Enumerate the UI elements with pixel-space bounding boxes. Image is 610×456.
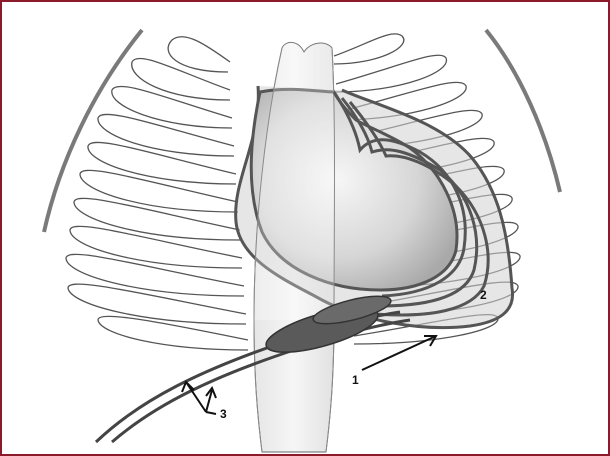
label-1: 1 <box>352 373 359 387</box>
sternum-overlay <box>254 42 335 320</box>
chest-outline-right <box>486 30 560 192</box>
label-2: 2 <box>480 288 487 302</box>
label-3: 3 <box>220 407 227 421</box>
ribs-left <box>66 37 248 350</box>
chest-outline-left <box>44 30 142 232</box>
arrow-1-shaft <box>362 336 436 370</box>
leads <box>96 312 410 442</box>
arrow-3-join <box>206 412 216 414</box>
